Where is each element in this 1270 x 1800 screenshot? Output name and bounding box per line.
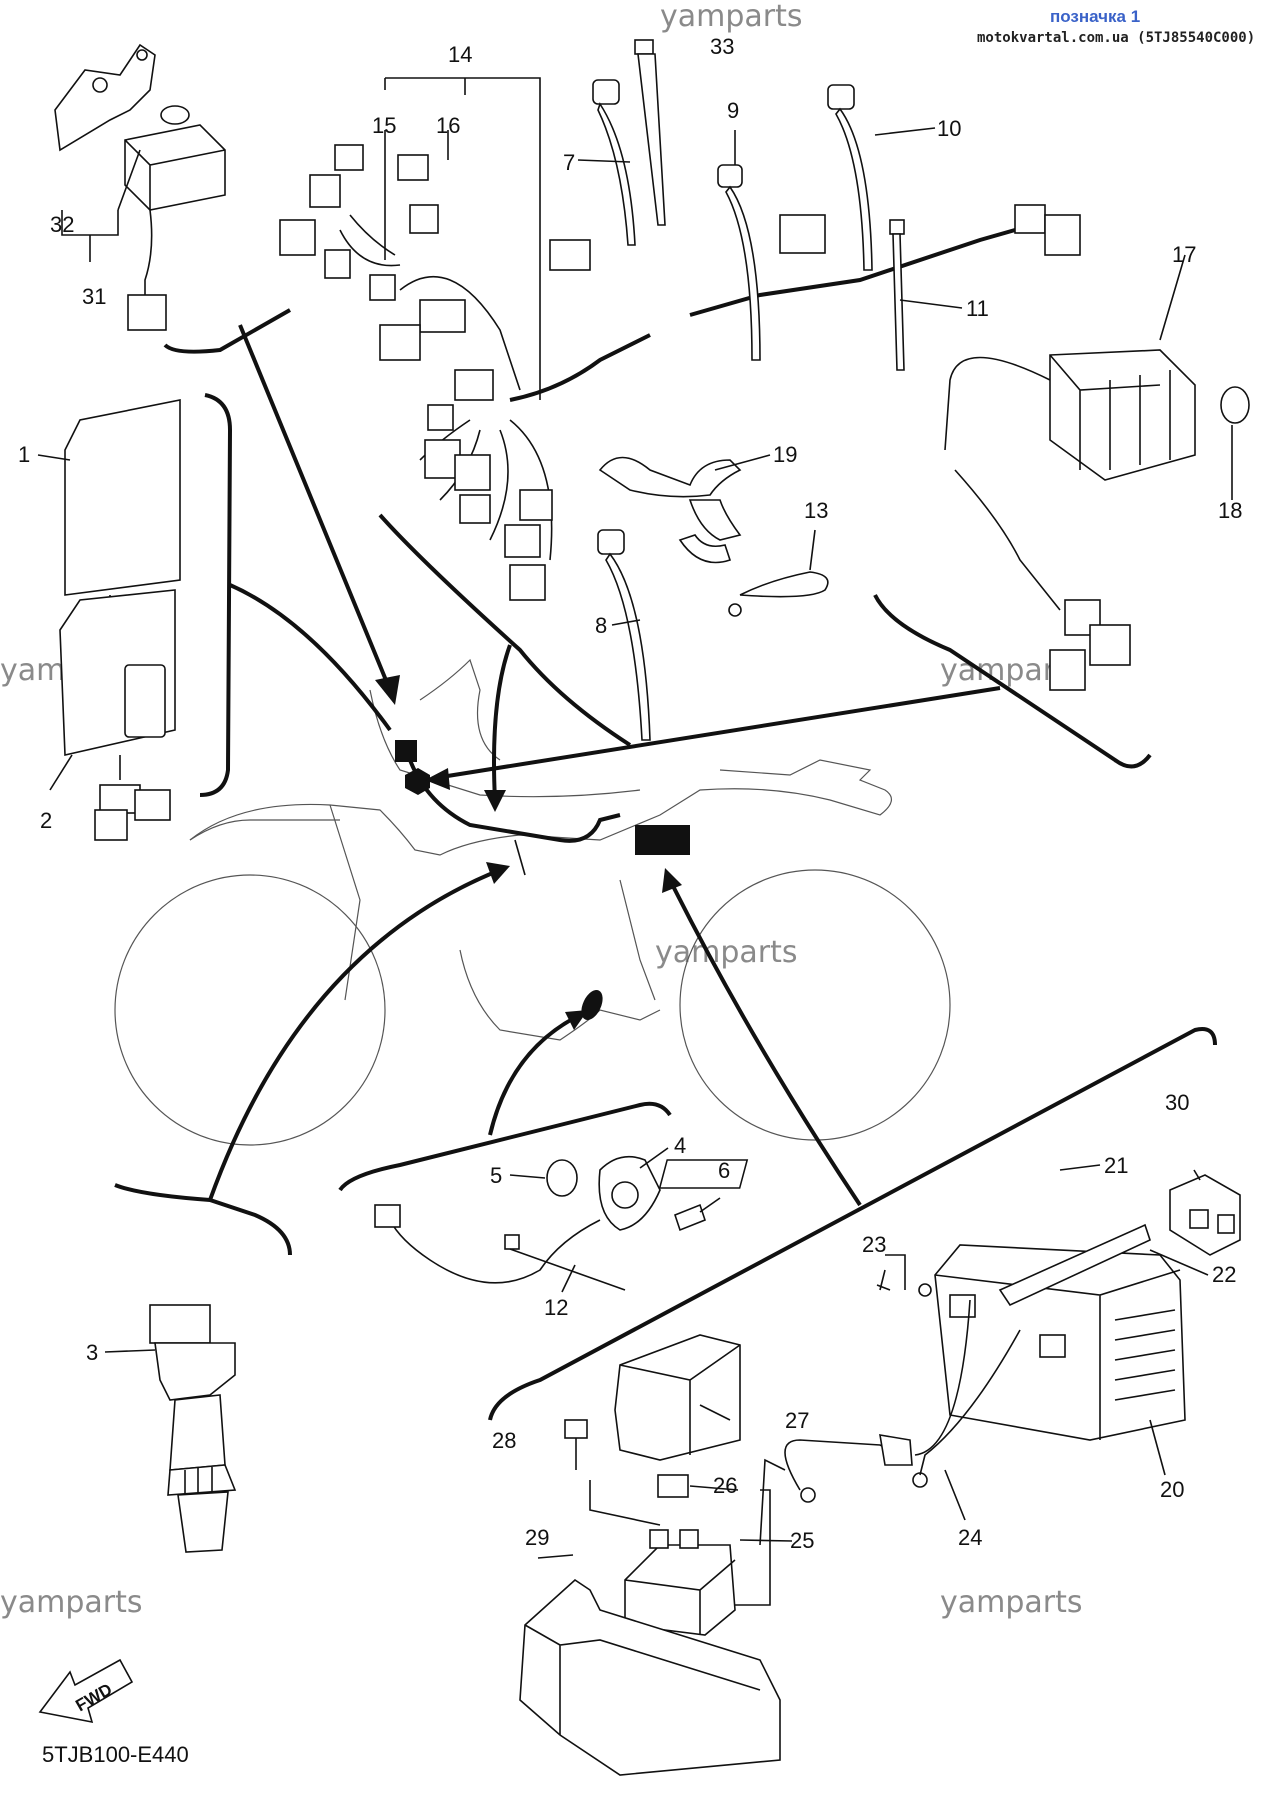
ground-lead: [514, 839, 526, 876]
cdi-mount: [395, 740, 417, 762]
watermark-bottom-left: yamparts: [0, 1585, 143, 1620]
tank-line: [419, 658, 501, 761]
part-clamp: [598, 456, 742, 564]
callout-17: 17: [1172, 242, 1196, 267]
callout-28: 28: [492, 1428, 516, 1453]
arrow-31: [238, 324, 392, 691]
arrow-battery: [668, 879, 862, 1207]
arrow-3: [208, 868, 501, 1201]
part-relay-unit: [54, 43, 226, 331]
bracket-battery-group: [488, 1027, 1217, 1421]
callout-4: 4: [674, 1133, 686, 1158]
bracket-4-group: [338, 1101, 672, 1192]
bracket-17-group: [873, 594, 1152, 769]
callout-5: 5: [490, 1163, 502, 1188]
callout-23: 23: [862, 1232, 886, 1257]
callout-2: 2: [40, 808, 52, 833]
motorcycle-outline: [114, 658, 951, 1146]
arrow-4: [488, 1013, 581, 1136]
callout-11: 11: [966, 296, 989, 321]
arrow-17: [434, 686, 1001, 780]
harness-on-bike: [395, 740, 690, 1020]
callout-6: 6: [718, 1158, 730, 1183]
watermark-top: yamparts: [660, 0, 803, 34]
front-fork: [619, 879, 656, 1001]
header-source: motokvartal.com.ua (5TJ85540C000): [977, 30, 1255, 46]
ignition-coil-mount: [405, 768, 430, 795]
harness-route: [403, 744, 621, 843]
callout-24: 24: [958, 1525, 982, 1550]
part-cover-27: [614, 1334, 741, 1461]
fwd-arrow: FWD: [38, 1658, 134, 1724]
rear-frame: [329, 804, 361, 1001]
callout-7: 7: [563, 150, 575, 175]
part-rectifier-regulator: [944, 349, 1250, 691]
callout-14: 14: [448, 42, 472, 67]
callout-30: 30: [1165, 1090, 1189, 1115]
leader-lines: [37, 77, 1233, 1606]
battery-box-mount: [635, 825, 690, 855]
part-battery-leads: [784, 1283, 1021, 1503]
rear-fender: [189, 819, 340, 841]
bracket-31-group: [163, 308, 291, 354]
callout-3: 3: [86, 1340, 98, 1365]
group-brackets: [114, 308, 1217, 1421]
watermark-center: yamparts: [655, 935, 798, 970]
callouts: 1 2 3 4 5 6 7 8 9 10 11 12 13 14 15 16 1…: [18, 34, 1242, 1553]
callout-32: 32: [50, 212, 74, 237]
callout-22: 22: [1212, 1262, 1236, 1287]
callout-26: 26: [713, 1473, 737, 1498]
part-ignition-coil: [149, 1304, 237, 1553]
bracket-1-group: [199, 393, 233, 797]
callout-1: 1: [18, 442, 30, 467]
callout-21: 21: [1104, 1153, 1128, 1178]
bracket-3-group: [114, 1183, 292, 1256]
part-wire-harness: [279, 144, 1081, 601]
part-bolt-28: [564, 1419, 588, 1470]
part-cdi-unit: [59, 399, 181, 841]
callout-19: 19: [773, 442, 797, 467]
part-battery: [658, 1159, 1186, 1441]
callout-27: 27: [785, 1408, 809, 1433]
front-wheel: [679, 869, 951, 1141]
callout-16: 16: [436, 113, 460, 138]
callout-8: 8: [595, 613, 607, 638]
header-title: позначка 1: [1050, 7, 1140, 26]
callout-13: 13: [804, 498, 828, 523]
neutral-switch-mount: [581, 990, 603, 1020]
callout-18: 18: [1218, 498, 1242, 523]
part-starter-relay: [589, 1474, 736, 1636]
callout-25: 25: [790, 1528, 814, 1553]
bracket-harness-group: [378, 513, 632, 747]
part-cover-29: [519, 1578, 781, 1776]
rear-wheel: [114, 874, 386, 1146]
callout-20: 20: [1160, 1477, 1184, 1502]
arrow-harness: [492, 644, 512, 801]
callout-31: 31: [82, 284, 106, 309]
seat-frame: [369, 689, 641, 798]
pointer-arrows: [208, 324, 1001, 1207]
watermark-bottom-right: yamparts: [940, 1585, 1083, 1620]
callout-9: 9: [727, 98, 739, 123]
part-lead-13: [728, 571, 829, 617]
bodywork-line: [189, 759, 892, 856]
callout-10: 10: [937, 116, 961, 141]
part-neutral-switch: [374, 1155, 706, 1291]
callout-33: 33: [710, 34, 734, 59]
arrow-1: [229, 583, 392, 732]
callout-12: 12: [544, 1295, 568, 1320]
cable-ties: [592, 39, 905, 741]
callout-29: 29: [525, 1525, 549, 1550]
part-connector-30: [1169, 1174, 1241, 1256]
diagram-code: 5TJB100-E440: [42, 1742, 189, 1767]
callout-15: 15: [372, 113, 396, 138]
